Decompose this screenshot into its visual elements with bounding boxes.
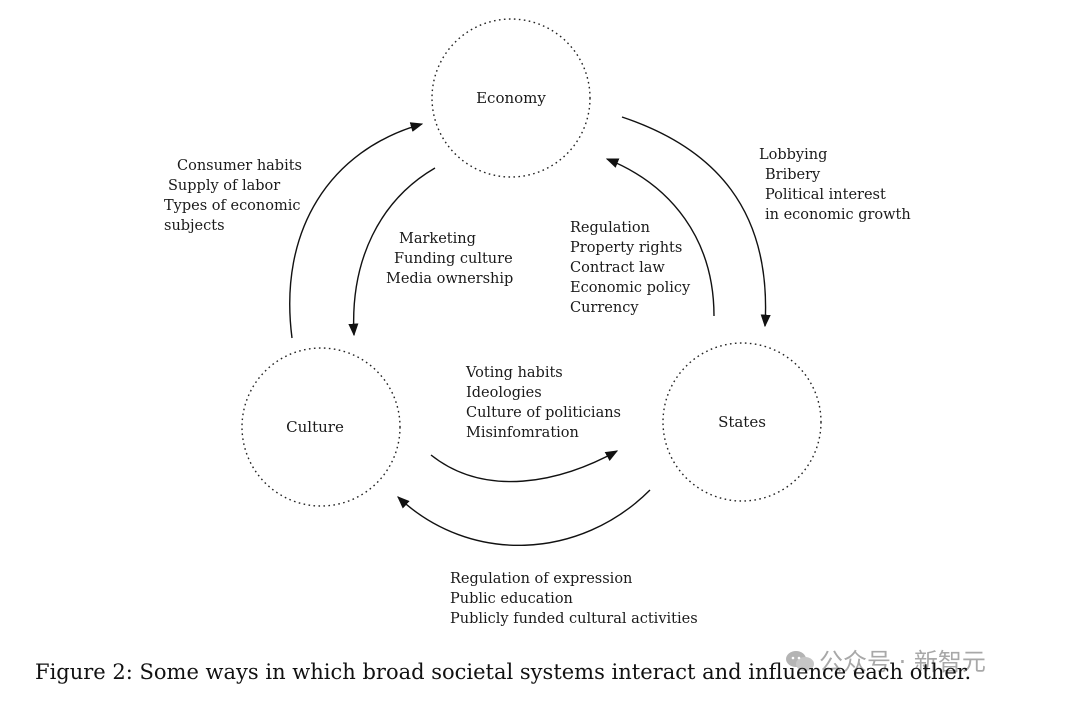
label-line: Property rights — [570, 240, 682, 256]
label-line: Lobbying — [759, 147, 827, 163]
label-line: Marketing — [399, 231, 476, 247]
arrow-economy-to-states — [621, 116, 771, 328]
label-line: Ideologies — [466, 385, 542, 401]
node-states: States — [662, 342, 822, 502]
node-culture: Culture — [241, 347, 401, 507]
label-line: Contract law — [570, 260, 665, 276]
label-states-to-economy: Regulation Property rights Contract law … — [570, 220, 691, 316]
label-line: Supply of labor — [168, 178, 280, 194]
label-line: Public education — [450, 591, 573, 607]
label-line: in economic growth — [765, 207, 911, 223]
societal-systems-diagram: Economy Culture States Consumer habits S… — [164, 18, 911, 627]
node-economy: Economy — [431, 18, 591, 178]
label-line: Publicly funded cultural activities — [450, 611, 698, 627]
node-economy-circle — [431, 18, 591, 178]
label-line: Regulation — [570, 220, 650, 236]
chat-bubble-icon — [785, 649, 815, 673]
label-states-to-culture: Regulation of expression Public educatio… — [450, 571, 698, 627]
label-line: Economic policy — [570, 280, 691, 296]
label-line: Media ownership — [386, 271, 513, 287]
arrow-states-to-economy — [605, 158, 715, 317]
figure-caption: Figure 2: Some ways in which broad socie… — [35, 660, 972, 684]
label-line: Currency — [570, 300, 639, 316]
node-states-label: States — [718, 413, 766, 431]
arrow-states-to-culture — [397, 489, 651, 546]
label-culture-to-economy: Consumer habits Supply of labor Types of… — [164, 158, 302, 234]
label-line: subjects — [164, 218, 225, 234]
label-culture-to-states: Voting habits Ideologies Culture of poli… — [465, 365, 621, 441]
label-line: Culture of politicians — [466, 405, 621, 421]
watermark: 公众号 · 新智元 — [785, 642, 986, 677]
label-economy-to-states: Lobbying Bribery Political interest in e… — [759, 147, 911, 223]
label-line: Regulation of expression — [450, 571, 632, 587]
label-line: Types of economic — [164, 198, 301, 214]
label-line: Voting habits — [465, 365, 563, 381]
node-culture-circle — [241, 347, 401, 507]
arrow-economy-to-culture — [348, 167, 436, 337]
label-line: Bribery — [765, 167, 821, 183]
node-economy-label: Economy — [476, 89, 546, 107]
label-line: Misinfomration — [466, 425, 579, 441]
node-culture-label: Culture — [286, 418, 344, 436]
label-line: Consumer habits — [177, 158, 302, 174]
arrow-culture-to-states — [430, 450, 619, 483]
arrow-culture-to-economy — [289, 122, 424, 339]
watermark-text: 公众号 · 新智元 — [819, 648, 986, 676]
label-line: Funding culture — [394, 251, 513, 267]
node-states-circle — [662, 342, 822, 502]
label-line: Political interest — [765, 187, 886, 203]
label-economy-to-culture: Marketing Funding culture Media ownershi… — [386, 231, 513, 287]
